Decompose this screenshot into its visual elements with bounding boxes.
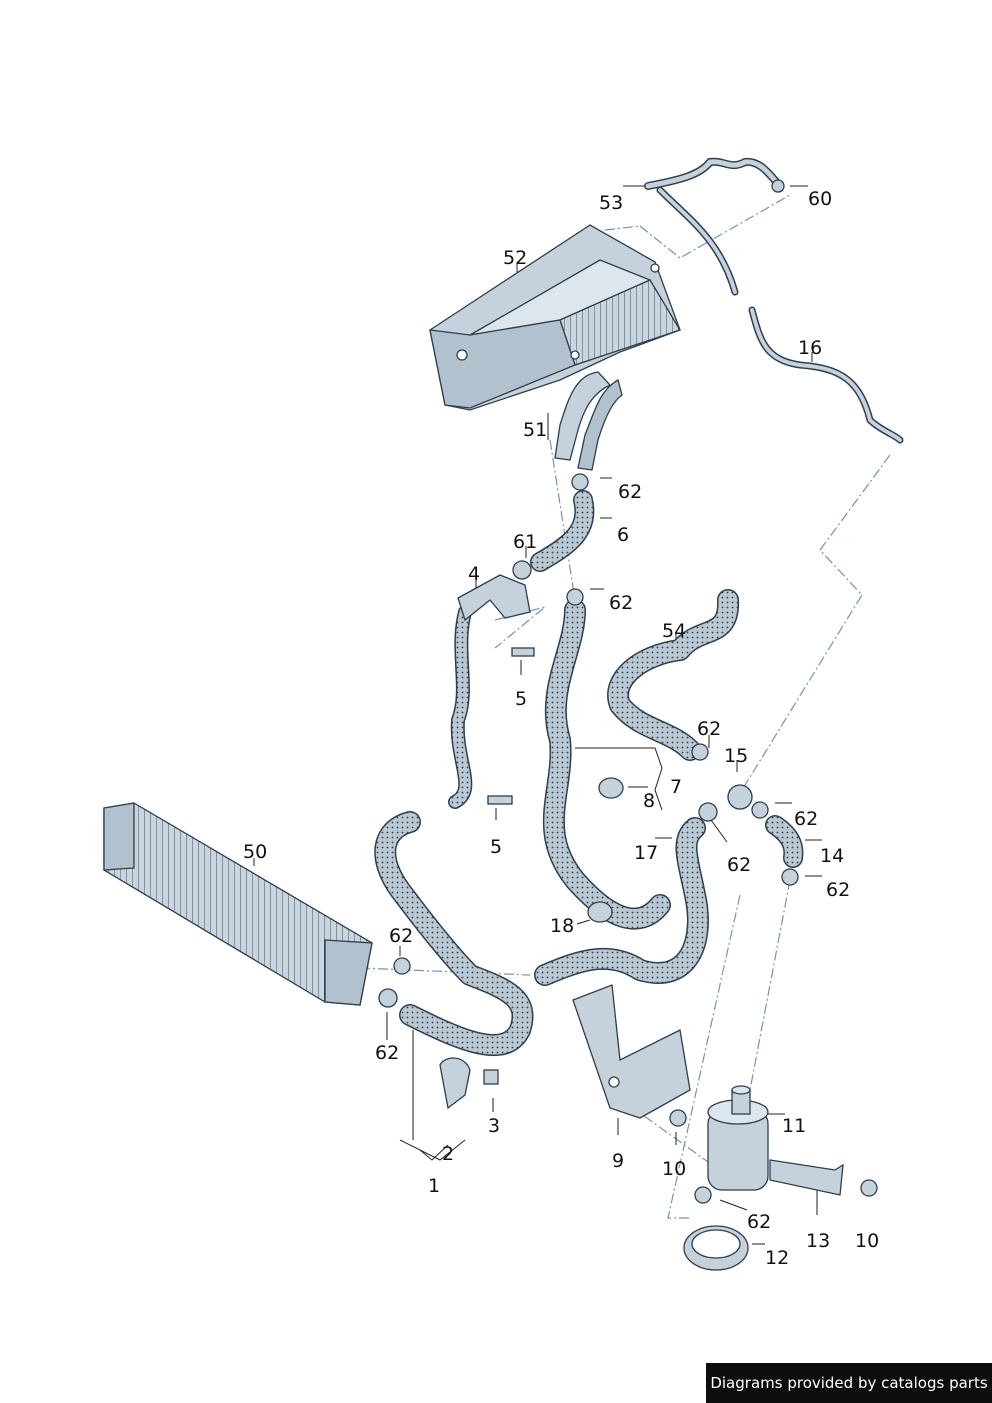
callout-labels: 53 60 52 16 51 62 6 61 62 4 54 5 62 15 7… bbox=[243, 188, 879, 1269]
callout-label: 53 bbox=[599, 192, 623, 214]
callout-label: 3 bbox=[488, 1115, 500, 1137]
callout-label: 9 bbox=[612, 1150, 624, 1172]
callout-label: 5 bbox=[490, 836, 502, 858]
credit-banner: Diagrams provided by catalogs parts bbox=[706, 1363, 992, 1403]
radiator-50 bbox=[103, 802, 373, 1006]
hose-6 bbox=[531, 491, 593, 571]
callout-label: 62 bbox=[826, 879, 850, 901]
callout-label: 5 bbox=[515, 688, 527, 710]
callout-label: 62 bbox=[389, 925, 413, 947]
hose-54 bbox=[608, 590, 738, 760]
callout-label: 2 bbox=[442, 1143, 454, 1165]
callout-label: 62 bbox=[794, 808, 818, 830]
callout-label: 62 bbox=[697, 718, 721, 740]
callout-label: 4 bbox=[468, 563, 480, 585]
hose-7 bbox=[544, 600, 670, 929]
callout-label: 1 bbox=[428, 1175, 440, 1197]
callout-label: 50 bbox=[243, 841, 267, 863]
strap-13 bbox=[769, 1159, 844, 1196]
hoses bbox=[374, 490, 804, 1056]
leader-lines bbox=[253, 185, 822, 1245]
hose-14 bbox=[766, 816, 802, 867]
callout-label: 15 bbox=[724, 745, 748, 767]
callout-label: 18 bbox=[550, 915, 574, 937]
callout-label: 62 bbox=[618, 481, 642, 503]
callout-label: 62 bbox=[727, 854, 751, 876]
callout-label: 12 bbox=[765, 1247, 789, 1269]
ring-12 bbox=[683, 1225, 749, 1271]
callout-label: 61 bbox=[513, 531, 537, 553]
connector-51 bbox=[554, 371, 623, 471]
callout-label: 62 bbox=[609, 592, 633, 614]
heat-exchanger-52 bbox=[429, 224, 681, 411]
callout-label: 11 bbox=[782, 1115, 806, 1137]
callout-label: 7 bbox=[670, 776, 682, 798]
callout-label: 17 bbox=[634, 842, 658, 864]
callout-label: 62 bbox=[747, 1211, 771, 1233]
callout-label: 60 bbox=[808, 188, 832, 210]
hose-1 bbox=[375, 812, 532, 1055]
callout-label: 14 bbox=[820, 845, 844, 867]
water-pump-11 bbox=[707, 1085, 769, 1191]
callout-label: 52 bbox=[503, 247, 527, 269]
callout-label: 8 bbox=[643, 790, 655, 812]
callout-label: 16 bbox=[798, 337, 822, 359]
callout-label: 54 bbox=[662, 620, 686, 642]
hose-17 bbox=[535, 818, 708, 985]
coolant-pipes bbox=[644, 157, 904, 444]
bracket-9 bbox=[572, 984, 691, 1119]
callout-label: 10 bbox=[662, 1158, 686, 1180]
bracket-4 bbox=[457, 574, 531, 622]
callout-label: 10 bbox=[855, 1230, 879, 1252]
hose-4 bbox=[449, 606, 471, 808]
callout-label: 6 bbox=[617, 524, 629, 546]
callout-label: 62 bbox=[375, 1042, 399, 1064]
callout-label: 13 bbox=[806, 1230, 830, 1252]
clamps bbox=[378, 179, 878, 1204]
callout-label: 51 bbox=[523, 419, 547, 441]
